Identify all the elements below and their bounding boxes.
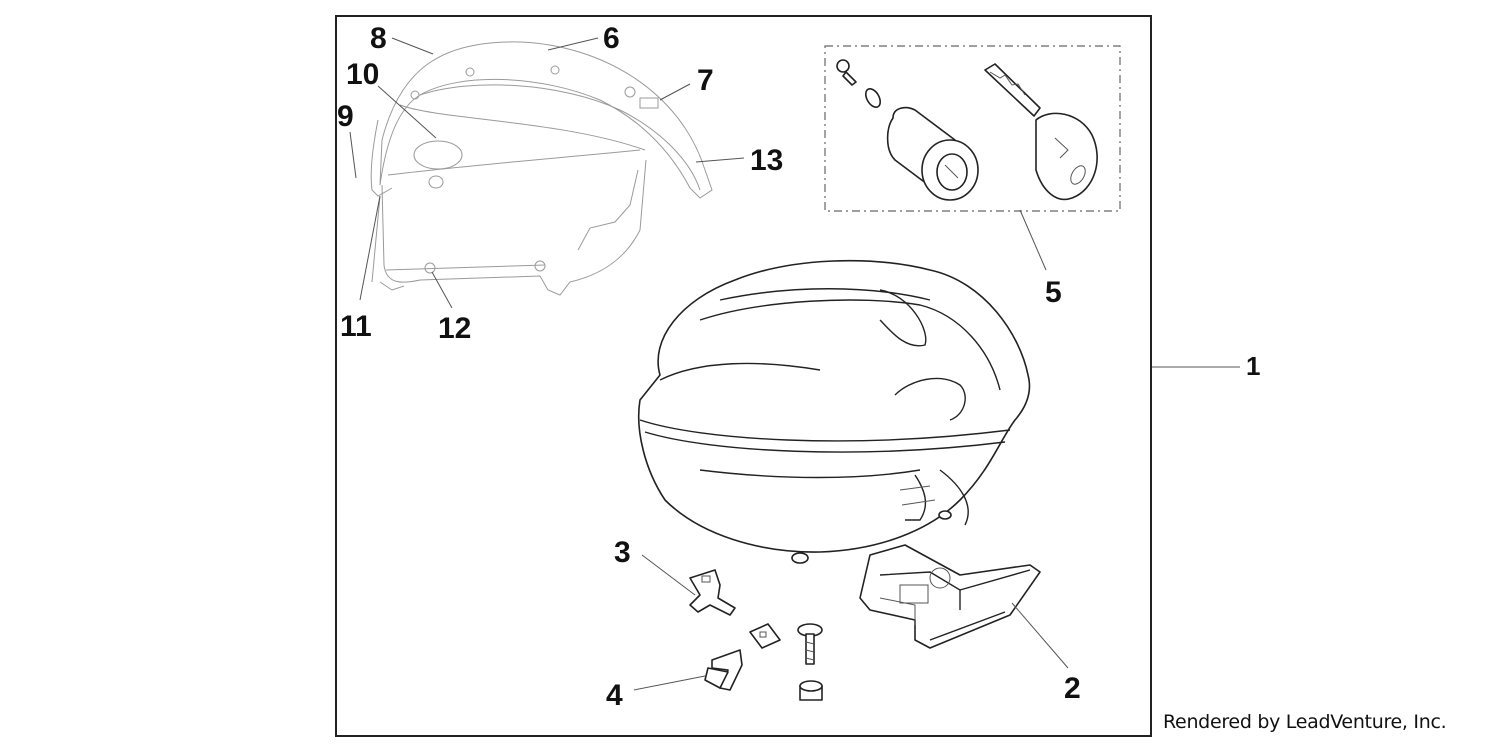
top-box-illustration: [637, 259, 1031, 564]
leader-lines: [349, 37, 1240, 691]
callout-2: 2: [1064, 672, 1081, 705]
callout-3: 3: [614, 536, 631, 569]
callout-1: 1: [1246, 351, 1260, 381]
callout-7: 7: [697, 64, 714, 97]
callout-10: 10: [346, 58, 379, 91]
callout-8: 8: [370, 22, 387, 55]
render-credit: Rendered by LeadVenture, Inc.: [1163, 711, 1447, 733]
callout-11: 11: [340, 310, 372, 343]
callout-6: 6: [603, 22, 620, 55]
nut-plate-illustration: [749, 623, 781, 649]
bolt-illustration: [797, 623, 823, 665]
callout-13: 13: [750, 144, 783, 177]
lock-set-illustration: [824, 45, 1121, 212]
callout-4: 4: [606, 679, 623, 712]
inner-liner-illustration: [370, 41, 713, 296]
latch-illustration: [859, 544, 1041, 649]
bracket-illustration: [689, 569, 736, 616]
callout-9: 9: [337, 100, 354, 133]
collar-illustration: [799, 680, 823, 701]
diagram-frame: [335, 15, 1152, 737]
clip-illustration: [704, 649, 743, 691]
callout-labels: 1 2 3 4 5 6 7 8 9 10 11 12 13: [337, 22, 1260, 712]
callout-5: 5: [1045, 276, 1062, 309]
callout-12: 12: [438, 312, 471, 345]
